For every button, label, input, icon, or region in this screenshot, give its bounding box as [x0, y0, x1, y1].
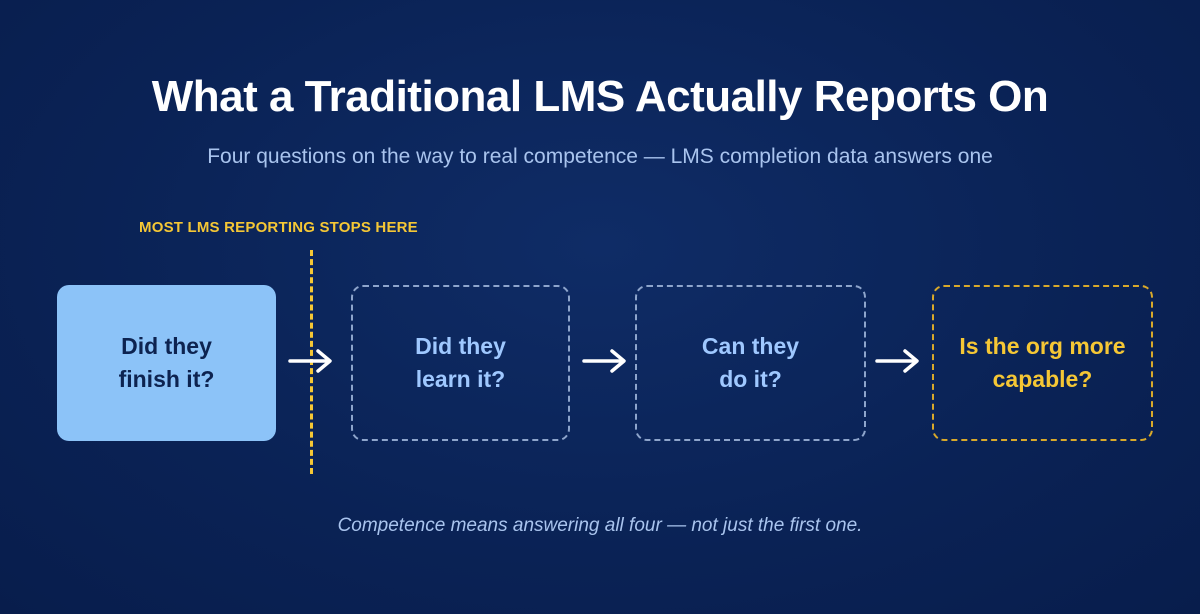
step-do-box: Can they do it?: [635, 285, 866, 441]
arrow-right-icon: [875, 349, 919, 373]
step-learn-label: Did they learn it?: [415, 333, 506, 392]
step-org-capable-box: Is the org more capable?: [932, 285, 1153, 441]
step-do-label: Can they do it?: [701, 333, 800, 392]
page-subtitle: Four questions on the way to real compet…: [207, 145, 993, 168]
step-org-capable-label: Is the org more capable?: [959, 333, 1126, 392]
reporting-stop-label: MOST LMS REPORTING STOPS HERE: [139, 219, 418, 236]
page-title: What a Traditional LMS Actually Reports …: [151, 72, 1049, 121]
step-finish-box: Did they finish it?: [57, 285, 276, 441]
arrow-right-icon: [582, 349, 626, 373]
step-finish-label: Did they finish it?: [118, 333, 215, 392]
step-learn-box: Did they learn it?: [351, 285, 570, 441]
footer-note: Competence means answering all four — no…: [337, 515, 863, 536]
arrow-right-icon: [288, 349, 332, 373]
